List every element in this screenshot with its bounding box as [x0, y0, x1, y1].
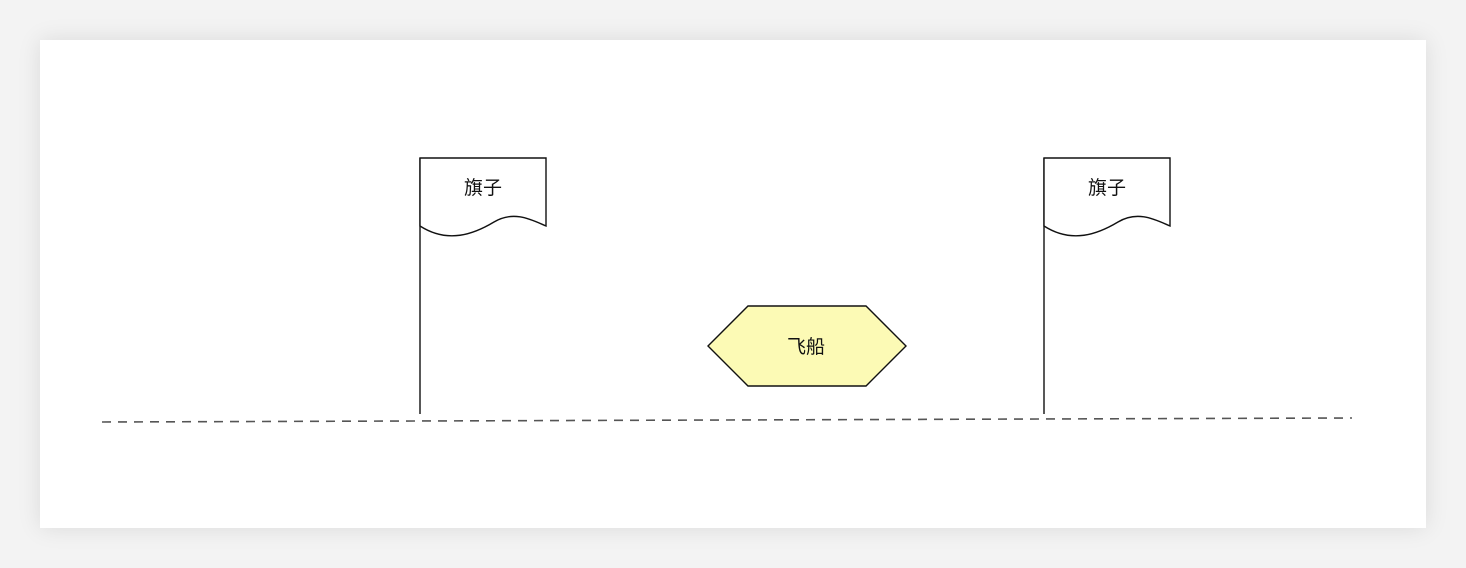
ship-label: 飞船 [787, 336, 825, 358]
ship[interactable]: 飞船 [707, 305, 907, 387]
ship-hexagon [707, 305, 907, 387]
flag-left[interactable]: 旗子 [419, 157, 547, 414]
flag-label-right: 旗子 [1088, 177, 1126, 199]
flag-banner-left [419, 157, 547, 237]
flag-banner-right [1043, 157, 1171, 237]
ground-line [101, 417, 1353, 423]
diagram-canvas [40, 40, 1426, 528]
flag-label-left: 旗子 [464, 177, 502, 199]
flag-right[interactable]: 旗子 [1043, 157, 1171, 414]
